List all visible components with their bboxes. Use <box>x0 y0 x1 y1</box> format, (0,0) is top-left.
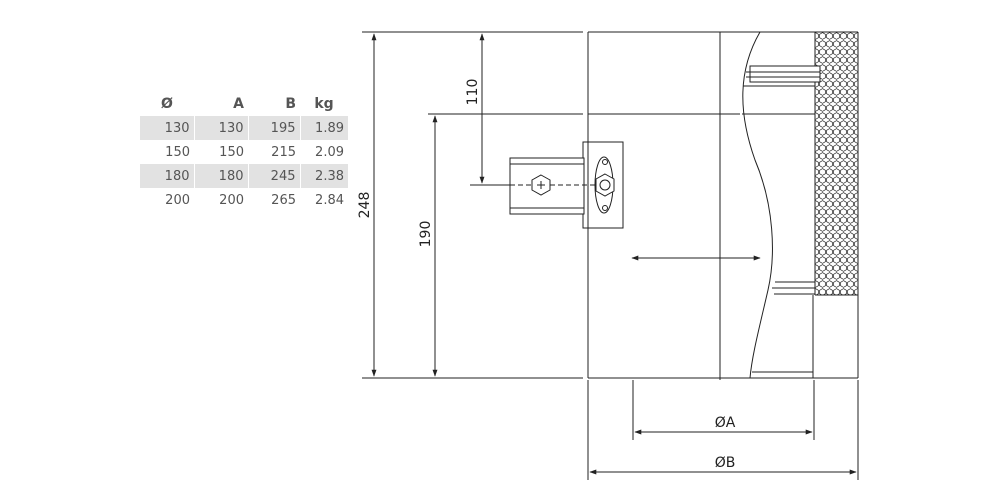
table-cell: 200 <box>219 192 244 208</box>
table-row: 180 180 245 2.38 <box>140 164 348 188</box>
header-a: A <box>233 96 244 112</box>
dim-label-diameter-a: ØA <box>715 415 736 431</box>
inner-pipe-details <box>742 65 821 373</box>
dim-label-diameter-b: ØB <box>715 455 736 471</box>
header-kg: kg <box>314 96 334 112</box>
spec-table: Ø A B kg 130 130 195 1.89 150 150 215 2.… <box>140 92 348 212</box>
table-cell: 130 <box>194 116 249 140</box>
dim-label-248: 248 <box>357 192 373 219</box>
table-cell: 180 <box>140 164 195 188</box>
insulation-layer <box>814 32 858 296</box>
table-row: 130 130 195 1.89 <box>140 116 348 140</box>
table-cell: 1.89 <box>300 116 348 140</box>
table-cell: 245 <box>248 164 301 188</box>
nut-washer-icon <box>594 156 615 214</box>
table-cell: 195 <box>248 116 301 140</box>
table-cell: 150 <box>219 144 244 160</box>
table-cell: 130 <box>140 116 195 140</box>
wall-bracket <box>509 141 624 229</box>
table-row: 150 150 215 2.09 <box>140 140 348 164</box>
table-cell: 2.84 <box>315 192 344 208</box>
dimension-lines <box>371 33 857 475</box>
header-b: B <box>285 96 296 112</box>
table-cell: 2.38 <box>300 164 348 188</box>
dim-label-190: 190 <box>418 221 434 248</box>
table-cell: 180 <box>194 164 249 188</box>
header-diameter: Ø <box>161 96 173 112</box>
table-row: 200 200 265 2.84 <box>140 188 348 212</box>
table-cell: 200 <box>165 192 190 208</box>
table-cell: 265 <box>271 192 296 208</box>
table-cell: 150 <box>165 144 190 160</box>
bolt-head-icon <box>531 174 551 196</box>
table-cell: 2.09 <box>315 144 344 160</box>
extension-lines <box>362 31 859 480</box>
spec-table-header-row: Ø A B kg <box>140 92 348 116</box>
table-cell: 215 <box>271 144 296 160</box>
dim-label-110: 110 <box>465 79 481 106</box>
